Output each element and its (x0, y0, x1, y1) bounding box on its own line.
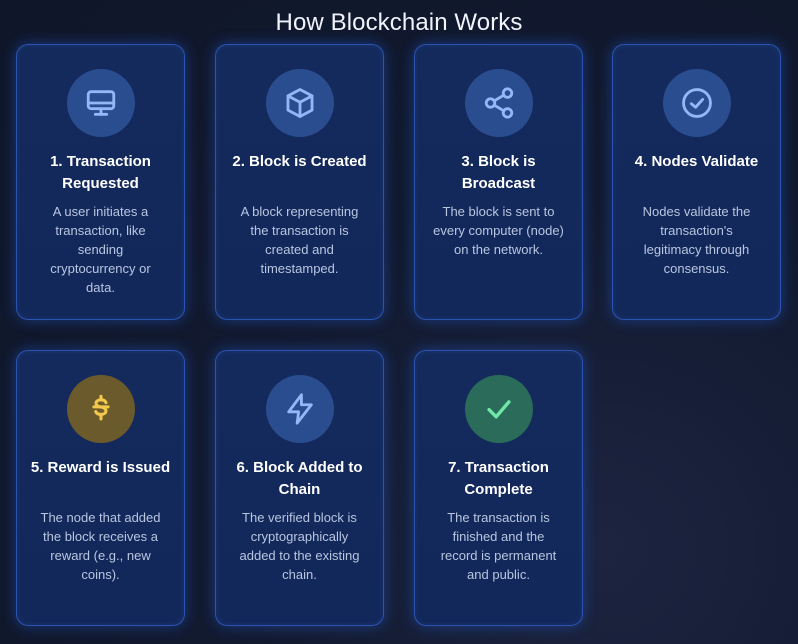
step-icon-circle (464, 375, 533, 443)
step-card-4: 4. Nodes Validate Nodes validate the tra… (612, 44, 781, 320)
step-description: The transaction is finished and the reco… (440, 510, 557, 582)
step-description: A user initiates a transaction, like sen… (50, 204, 151, 295)
step-icon-circle (66, 69, 135, 137)
step-description: A block representing the transaction is … (240, 204, 359, 276)
step-description: Nodes validate the transaction's legitim… (642, 204, 751, 276)
step-title: 2. Block is Created (232, 153, 367, 170)
step-card-6: 6. Block Added to Chain The verified blo… (215, 350, 384, 626)
step-icon-circle (662, 69, 731, 137)
step-title: 5. Reward is Issued (30, 459, 171, 476)
step-card-7: 7. Transaction Complete The transaction … (414, 350, 583, 626)
step-card-1: 1. Transaction Requested A user initiate… (16, 44, 185, 320)
step-card-2: 2. Block is Created A block representing… (215, 44, 384, 320)
step-title: 4. Nodes Validate (634, 153, 759, 170)
step-card-5: 5. Reward is Issued The node that added … (16, 350, 185, 626)
share-icon (484, 87, 513, 119)
step-icon-circle (464, 69, 533, 137)
step-card-3: 3. Block is Broadcast The block is sent … (414, 44, 583, 320)
step-description: The verified block is cryptographically … (239, 510, 360, 582)
step-description: The block is sent to every computer (nod… (433, 204, 564, 257)
step-title: 1. Transaction Requested (50, 153, 151, 192)
step-icon-circle (265, 375, 334, 443)
step-icon-circle (66, 375, 135, 443)
step-title: 7. Transaction Complete (448, 459, 549, 498)
lightning-icon (286, 393, 313, 425)
step-title: 6. Block Added to Chain (236, 459, 363, 498)
step-title: 3. Block is Broadcast (461, 153, 536, 192)
monitor-icon (86, 90, 115, 116)
check-circle-icon (681, 88, 712, 118)
check-icon (486, 400, 511, 419)
step-icon-circle (265, 69, 334, 137)
coin-icon (91, 394, 110, 421)
cube-icon (286, 88, 313, 118)
page-title: How Blockchain Works (275, 9, 523, 36)
step-description: The node that added the block receives a… (40, 510, 161, 582)
